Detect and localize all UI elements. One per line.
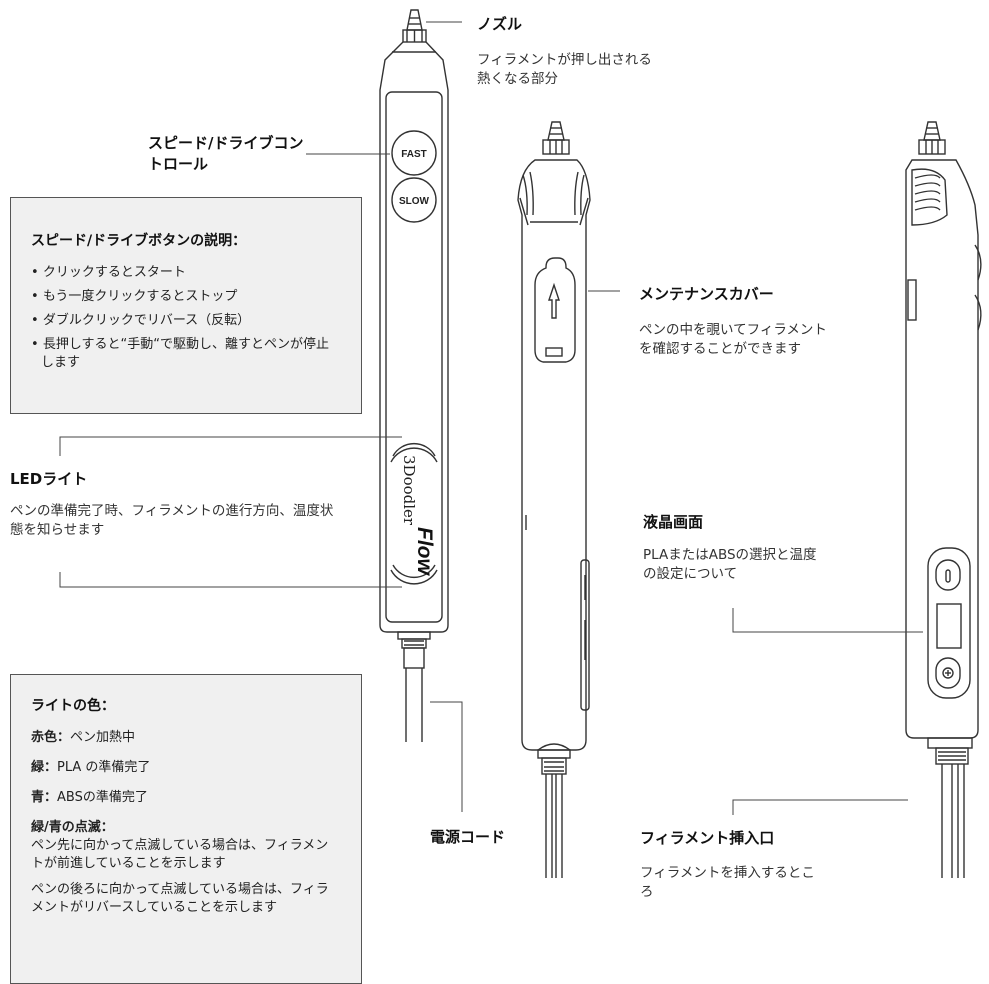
nozzle-title: ノズル bbox=[477, 15, 523, 33]
lcd-leader bbox=[732, 608, 923, 633]
nozzle-desc: フィラメントが押し出される熱くなる部分 bbox=[477, 52, 652, 87]
list-item: もう一度クリックするとストップ bbox=[31, 288, 341, 306]
led-title: LEDライト bbox=[10, 470, 88, 488]
lcd-panel-shape bbox=[927, 547, 971, 699]
speed-box-title: スピード/ドライブボタンの説明： bbox=[31, 233, 247, 249]
led-leader-top bbox=[59, 436, 402, 456]
speed-control-title: スピード/ドライブコントロール bbox=[148, 134, 304, 173]
filament-port-title: フィラメント挿入口 bbox=[640, 829, 775, 847]
fast-button-shape bbox=[391, 130, 437, 176]
light-box-title: ライトの色： bbox=[31, 698, 115, 714]
power-cord-title: 電源コード bbox=[430, 828, 506, 846]
fast-button-label: FAST bbox=[401, 149, 427, 160]
speed-box-list: クリックするとスタート もう一度クリックするとストップ ダブルクリックでリバース… bbox=[31, 264, 341, 372]
blink-label: 緑/青の点滅： bbox=[31, 820, 114, 835]
led-leader-bottom bbox=[59, 572, 402, 588]
filament-leader bbox=[732, 799, 908, 815]
pen-side-view bbox=[905, 121, 982, 878]
pen-front-view bbox=[379, 9, 449, 742]
led-desc: ペンの準備完了時、フィラメントの進行方向、温度状態を知らせます bbox=[10, 503, 334, 538]
blink-text-1: ペン先に向かって点滅している場合は、フィラメントが前進していることを示します bbox=[31, 838, 329, 871]
blue-text: ABSの準備完了 bbox=[57, 790, 148, 805]
lcd-title: 液晶画面 bbox=[643, 513, 704, 531]
list-item: ダブルクリックでリバース（反転） bbox=[31, 312, 341, 330]
list-item: 長押しすると“手動“で駆動し、離すとペンが停止します bbox=[31, 336, 341, 372]
maintenance-desc: ペンの中を覗いてフィラメントを確認することができます bbox=[639, 322, 827, 357]
slow-button-label: SLOW bbox=[399, 196, 430, 207]
green-row: 緑：PLA の準備完了 bbox=[31, 759, 341, 777]
list-item: クリックするとスタート bbox=[31, 264, 341, 282]
leader-lines bbox=[59, 21, 923, 815]
blink-row: 緑/青の点滅： ペン先に向かって点滅している場合は、フィラメントが前進していること… bbox=[31, 819, 341, 873]
brand-model: Flow bbox=[413, 527, 436, 576]
brand-logo: 3Doodler bbox=[400, 455, 418, 526]
power-leader bbox=[430, 701, 463, 812]
blink-row-2: ペンの後ろに向かって点滅している場合は、フィラメントがリバースしていることを示し… bbox=[31, 882, 329, 915]
lcd-desc: PLAまたはABSの選択と温度の設定について bbox=[643, 547, 817, 582]
maintenance-cover-shape bbox=[534, 257, 576, 363]
red-label: 赤色： bbox=[31, 730, 71, 745]
red-text: ペン加熱中 bbox=[70, 730, 136, 745]
maintenance-title: メンテナンスカバー bbox=[639, 285, 774, 303]
green-text: PLA の準備完了 bbox=[57, 760, 151, 775]
slow-button-shape bbox=[391, 177, 437, 223]
filament-port-desc: フィラメントを挿入するところ bbox=[640, 865, 815, 900]
green-label: 緑： bbox=[31, 760, 58, 775]
red-row: 赤色：ペン加熱中 bbox=[31, 729, 341, 747]
pen1-nozzle bbox=[406, 9, 423, 31]
pen-back-view bbox=[517, 121, 591, 878]
light-colors-box: ライトの色： 赤色：ペン加熱中 緑：PLA の準備完了 青：ABSの準備完了 緑… bbox=[10, 674, 362, 984]
blue-row: 青：ABSの準備完了 bbox=[31, 789, 341, 807]
blue-label: 青： bbox=[31, 790, 58, 805]
speed-button-info-box: スピード/ドライブボタンの説明： クリックするとスタート もう一度クリックすると… bbox=[10, 197, 362, 414]
